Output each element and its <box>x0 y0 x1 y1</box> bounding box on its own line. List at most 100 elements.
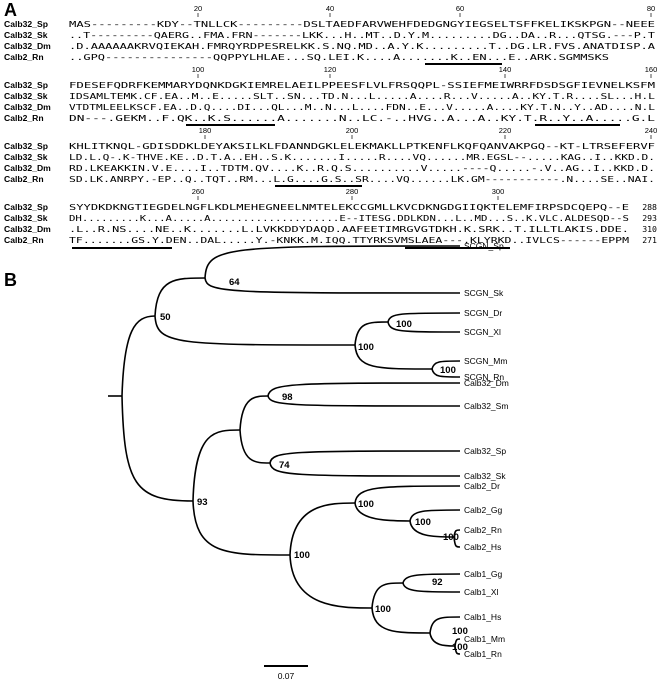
leaf-label: Calb32_Dm <box>464 378 509 388</box>
tree-branch <box>354 502 411 522</box>
leaf-label: SCGN_Sp <box>464 241 504 251</box>
leaf-label: Calb2_Dr <box>464 481 500 491</box>
ruler-tick-label: 40 <box>326 4 334 13</box>
leaf-label: Calb2_Gg <box>464 505 503 515</box>
bootstrap-value: 98 <box>282 392 293 403</box>
sequence-name: Calb32_Sp <box>4 19 48 29</box>
alignment-block-4: 260 280 300 Calb32_Sp SYYDKDKNGTIEGDELNG… <box>4 187 657 249</box>
tree-branch <box>239 429 271 464</box>
leaf-label: Calb32_Sk <box>464 471 506 481</box>
sequence-name: Calb32_Sk <box>4 213 48 223</box>
panel-b-letter: B <box>4 270 17 290</box>
sequence-name: Calb32_Sk <box>4 30 48 40</box>
tree-branch <box>454 645 461 655</box>
tree-branch <box>239 395 269 431</box>
sequence-residues: ..T---------QAERG..FMA.FRN-------LKK...H… <box>69 30 655 40</box>
leaf-label: Calb2_Hs <box>464 542 501 552</box>
tree-branch <box>409 520 455 538</box>
sequence-residues: IDSAMLTEMK.CF.EA..M..E.....SLT..SN...TD.… <box>69 91 655 101</box>
bootstrap-value: 100 <box>452 626 468 637</box>
sequence-name: Calb2_Rn <box>4 235 44 245</box>
tree-branch <box>409 509 461 522</box>
bootstrap-value: 100 <box>375 604 391 615</box>
sequence-name: Calb32_Sp <box>4 202 48 212</box>
leaf-label: Calb1_Xl <box>464 587 499 597</box>
sequence-name: Calb32_Dm <box>4 163 51 173</box>
leaf-label: Calb1_Hs <box>464 612 501 622</box>
ruler-tick-label: 300 <box>492 187 505 196</box>
sequence-name: Calb32_Dm <box>4 41 51 51</box>
sequence-residues: TF.......GS.Y.DEN..DAL.....Y.-KNKK.M.IQQ… <box>69 235 629 245</box>
leaf-label: SCGN_Sk <box>464 288 504 298</box>
sequence-length: 293 <box>642 213 657 223</box>
bootstrap-value: 100 <box>396 319 412 330</box>
tree-branch <box>267 382 461 397</box>
tree-branch <box>192 500 291 556</box>
sequence-residues: SD.LK.ANRPY.-EP..Q..TQT..RM...L.G....G.S… <box>69 174 655 184</box>
alignment-block-2: 100 120 140 160 Calb32_Sp FDESEFQDRFKEMM… <box>4 65 658 126</box>
tree-branch <box>429 616 461 634</box>
tree-branch <box>204 277 461 294</box>
bootstrap-value: 100 <box>358 342 374 353</box>
bootstrap-value: 92 <box>432 577 443 588</box>
phylogenetic-tree: SCGN_Sp SCGN_Sk SCGN_Dr SCGN_Xl SCGN_Mm … <box>108 241 509 681</box>
ruler-tick-label: 160 <box>645 65 658 74</box>
tree-branch <box>204 245 461 279</box>
scale-bar-label: 0.07 <box>278 671 295 681</box>
tree-branch <box>121 315 156 397</box>
tree-branch <box>269 462 461 477</box>
sequence-length: 271 <box>642 235 657 245</box>
tree-branch <box>429 632 456 647</box>
sequence-residues: .L..R.NS....NE..K.......L.LVKKDDYDAQD.AA… <box>69 224 629 234</box>
tree-branch <box>431 368 461 378</box>
tree-branch <box>371 607 431 634</box>
sequence-residues: KHLITKNQL-GDISDDKLDEYAKSILKLFDANNDGKLELE… <box>69 141 655 151</box>
tree-branch <box>289 502 356 556</box>
ruler-tick-label: 200 <box>346 126 359 135</box>
leaf-label: Calb32_Sm <box>464 401 508 411</box>
ruler-tick-label: 280 <box>346 187 359 196</box>
sequence-name: Calb32_Dm <box>4 224 51 234</box>
panel-a-letter: A <box>4 0 17 20</box>
leaf-label: SCGN_Rn <box>464 372 504 382</box>
tree-branch <box>402 582 461 593</box>
tree-branch <box>371 582 404 609</box>
tree-branch <box>192 429 241 502</box>
sequence-residues: .D.AAAAAAKRVQIEKAH.FMRQYRDPESRELKK.S.NQ.… <box>69 41 655 51</box>
bootstrap-value: 100 <box>358 499 374 510</box>
ruler-tick-label: 260 <box>192 187 205 196</box>
leaf-label: SCGN_Xl <box>464 327 501 337</box>
leaf-label: Calb1_Mm <box>464 634 505 644</box>
sequence-name: Calb2_Rn <box>4 52 44 62</box>
sequence-residues: DN---.GEKM..F.QK..K.S......A.......N..LC… <box>69 113 655 123</box>
tree-branch <box>121 395 194 502</box>
tree-branch <box>453 536 461 548</box>
leaf-label: Calb1_Rn <box>464 649 502 659</box>
bootstrap-value: 100 <box>294 550 310 561</box>
tree-branch <box>454 638 461 647</box>
bootstrap-value: 50 <box>160 312 171 323</box>
alignment-block-1: 20 40 60 80 Calb32_Sp MAS---------KDY--T… <box>4 4 655 65</box>
tree-branch <box>354 321 389 346</box>
tree-branch <box>387 321 461 333</box>
sequence-residues: FDESEFQDRFKEMMARYDQNKDGKIEMRELAEILPPEESF… <box>69 80 655 90</box>
tree-branch <box>154 315 356 346</box>
sequence-name: Calb2_Rn <box>4 113 44 123</box>
sequence-residues: RD.LKEAKKIN.V.E....I..TDTM.QV....K..R.Q.… <box>69 163 655 173</box>
bootstrap-value: 100 <box>415 517 431 528</box>
tree-branch <box>354 344 433 370</box>
tree-branch <box>154 277 206 317</box>
sequence-name: Calb32_Sk <box>4 152 48 162</box>
leaf-label: Calb1_Gg <box>464 569 503 579</box>
sequence-name: Calb32_Dm <box>4 102 51 112</box>
sequence-residues: VTDTMLEELKSCF.EA..D.Q....DI...QL...M..N.… <box>69 102 655 112</box>
ruler-tick-label: 100 <box>192 65 205 74</box>
leaf-label: Calb2_Rn <box>464 525 502 535</box>
ruler-tick-label: 80 <box>647 4 655 13</box>
tree-branch <box>402 573 461 584</box>
leaf-label: SCGN_Mm <box>464 356 507 366</box>
tree-branch <box>267 395 461 407</box>
alignment-block-3: 180 200 220 240 Calb32_Sp KHLITKNQL-GDIS… <box>4 126 657 187</box>
sequence-length: 288 <box>642 202 657 212</box>
